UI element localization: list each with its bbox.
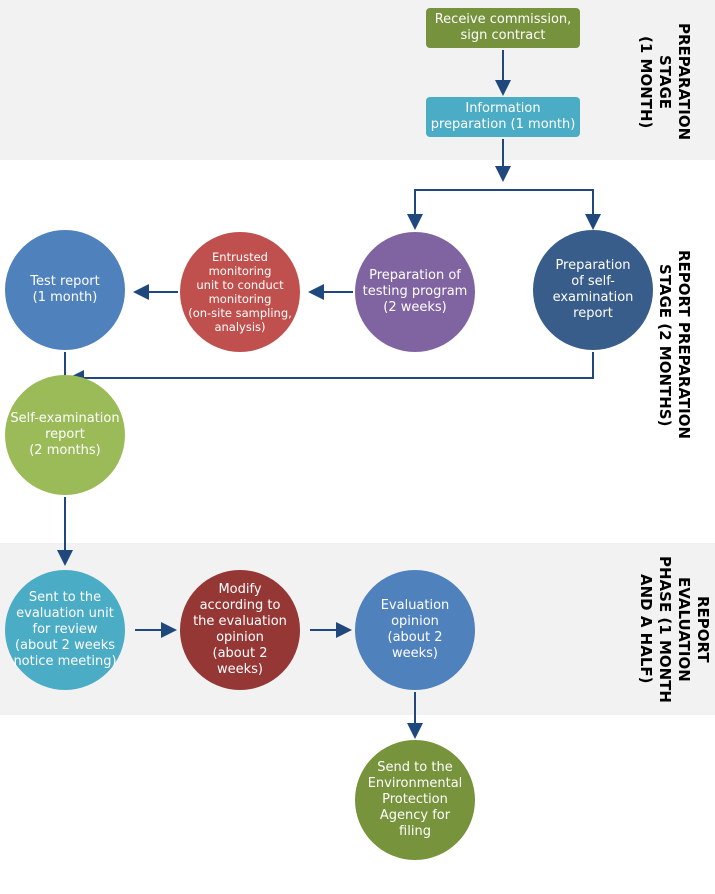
- node-evaluation-opinion: Evaluation opinion (about 2 weeks): [355, 570, 475, 690]
- node-send-epa: Send to the Environmental Protection Age…: [355, 740, 475, 860]
- node-modify: Modify according to the evaluation opini…: [180, 570, 300, 690]
- node-self-exam-preparation: Preparation of self- examination report: [533, 230, 653, 350]
- node-sent-evaluation: Sent to the evaluation unit for review (…: [5, 570, 125, 690]
- node-testing-program: Preparation of testing program (2 weeks): [355, 232, 475, 352]
- node-receive-commission: Receive commission, sign contract: [426, 8, 580, 48]
- merge-line: [68, 352, 594, 386]
- split-line: [414, 189, 594, 228]
- stage-label-report-evaluation: REPORT EVALUATION PHASE (1 MONTH AND A H…: [637, 555, 712, 703]
- node-entrusted-monitoring: Entrusted monitoring unit to conduct mon…: [180, 232, 300, 352]
- node-information-preparation: Information preparation (1 month): [426, 97, 580, 137]
- stage-label-preparation: PREPARATION STAGE (1 MONTH): [637, 23, 693, 141]
- stage-label-report-preparation: REPORT PREPARATION STAGE (2 MONTHS): [656, 250, 693, 440]
- node-self-exam-report: Self-examination report (2 months): [5, 375, 125, 495]
- preparation-band: [0, 0, 715, 160]
- node-test-report: Test report (1 month): [5, 230, 125, 350]
